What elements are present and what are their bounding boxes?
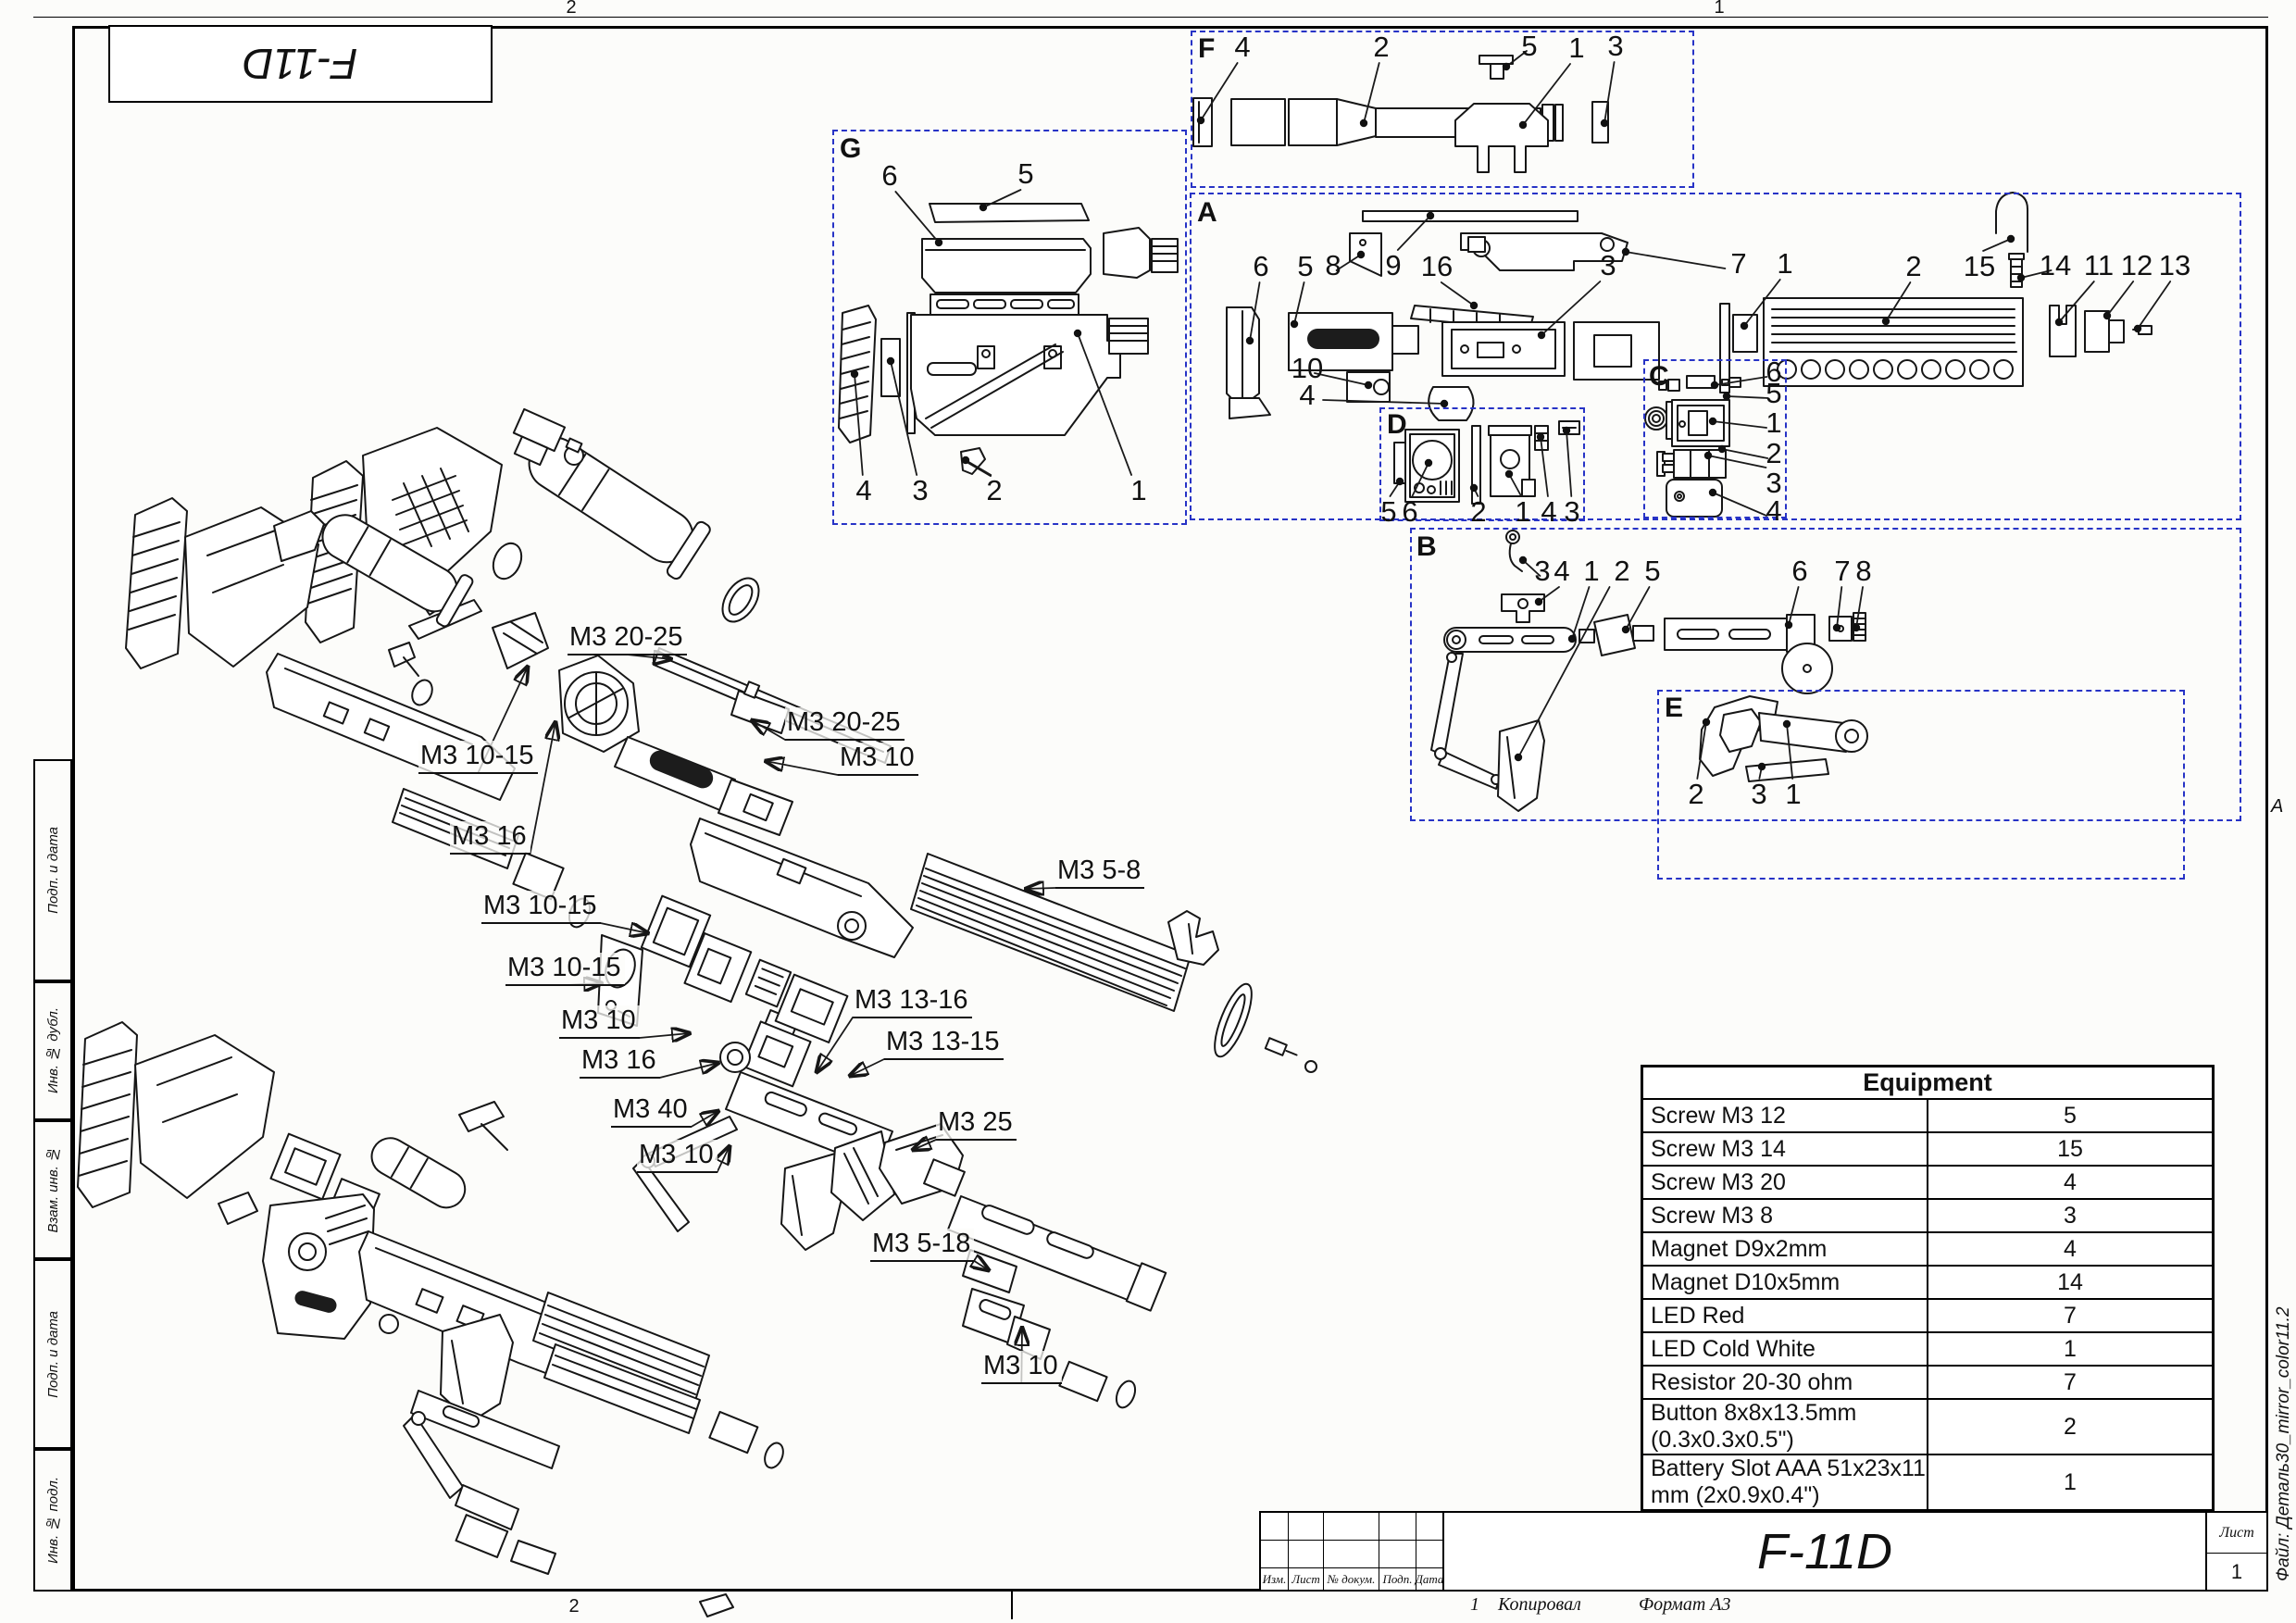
muzzle-parts-art	[879, 1123, 1167, 1312]
left-stamp-text: Инв. № подл.	[44, 1477, 61, 1564]
tb-header-docnum: № докум.	[1324, 1568, 1379, 1590]
tb-header-data: Дата	[1415, 1571, 1444, 1586]
footer-zone-number: 1	[1470, 1594, 1479, 1615]
equipment-qty: 7	[1927, 1298, 2215, 1333]
left-stamp-cell: Подп. и дата	[33, 1259, 72, 1449]
sight-bracket-art	[962, 1249, 1137, 1409]
left-stamp-cell: Инв. № подл.	[33, 1449, 72, 1592]
section-box-e	[1657, 690, 2185, 880]
equipment-qty: 2	[1927, 1398, 2215, 1455]
left-stamp-cell: Взам. инв. №	[33, 1120, 72, 1259]
left-stamp-text: Инв. № дубл.	[44, 1007, 61, 1094]
document-title: F-11D	[1444, 1513, 2207, 1590]
stray-part-glyph	[699, 1593, 734, 1617]
section-d-art	[1393, 420, 1580, 505]
sheet-label: Лист	[2207, 1513, 2266, 1554]
equipment-item: Magnet D10x5mm	[1641, 1265, 1928, 1300]
equipment-qty: 4	[1927, 1165, 2215, 1200]
equipment-item: LED Cold White	[1641, 1331, 1928, 1367]
rotated-designation-stamp: F-11D	[108, 25, 493, 103]
zone-number-top-2: 2	[566, 0, 577, 18]
file-name-label: Файл: Деталь30_mirror_color11.2	[2274, 1306, 2293, 1581]
footer-copied-label: Копировал	[1498, 1594, 1581, 1615]
stamp-title: F-11D	[243, 40, 358, 88]
section-letter-a: A	[1197, 197, 1217, 228]
equipment-item: Button 8x8x13.5mm (0.3x0.3x0.5")	[1641, 1398, 1928, 1455]
section-box-c	[1643, 359, 1787, 518]
equipment-qty: 15	[1927, 1131, 2215, 1167]
equipment-row: Battery Slot AAA 51x23x11 mm (2x0.9x0.4"…	[1641, 1454, 2215, 1511]
section-letter-d: D	[1387, 409, 1407, 440]
equipment-item: Magnet D9x2mm	[1641, 1231, 1928, 1267]
equipment-item: Screw M3 20	[1641, 1165, 1928, 1200]
section-g-art	[838, 203, 1179, 477]
sheet-number: 1	[2230, 1559, 2243, 1583]
equipment-qty: 14	[1927, 1265, 2215, 1300]
equipment-qty: 4	[1927, 1231, 2215, 1267]
tb-header-podp: Подп.	[1379, 1568, 1416, 1590]
equipment-item: LED Red	[1641, 1298, 1928, 1333]
equipment-item: Screw M3 14	[1641, 1131, 1928, 1167]
section-b-art	[1430, 530, 1866, 812]
zone-letter-a: А	[2271, 796, 2284, 817]
section-letter-b: B	[1416, 531, 1437, 562]
section-letter-c: C	[1649, 361, 1669, 392]
trim-line-top	[33, 17, 2268, 18]
section-box-a	[1190, 193, 2241, 520]
section-box-b	[1410, 528, 2241, 821]
footer-divider	[1011, 1592, 1013, 1619]
receiver-cluster-art	[558, 655, 914, 958]
leader-lines	[477, 50, 2172, 1384]
zone-number-bottom-2: 2	[568, 1596, 580, 1617]
equipment-item: Screw M3 8	[1641, 1198, 1928, 1233]
equipment-item: Screw M3 12	[1641, 1098, 1928, 1133]
equipment-qty: 5	[1927, 1098, 2215, 1133]
left-stamp-text: Взам. инв. №	[44, 1146, 61, 1233]
section-letter-g: G	[840, 133, 862, 164]
equipment-qty: 1	[1927, 1331, 2215, 1367]
section-letter-f: F	[1198, 33, 1216, 64]
section-f-art	[1192, 55, 1609, 173]
equipment-qty: 7	[1927, 1365, 2215, 1400]
section-c-art	[1644, 375, 1741, 518]
section-letter-e: E	[1665, 693, 1684, 723]
drawing-frame	[72, 26, 2268, 1592]
finned-barrel-art	[910, 853, 1317, 1073]
equipment-row: Button 8x8x13.5mm (0.3x0.3x0.5")2	[1641, 1398, 2215, 1455]
left-stamp-cell: Подп. и дата	[33, 759, 72, 981]
zone-number-top-1: 1	[1714, 0, 1725, 18]
revision-grid: Изм. Лист № докум. Подп. Дата	[1261, 1513, 1444, 1590]
left-stamp-text: Подп. и дата	[44, 1310, 61, 1398]
scope-cluster-art	[512, 407, 760, 623]
assembled-rifle-bottom-art	[262, 1101, 784, 1575]
equipment-qty: 3	[1927, 1198, 2215, 1233]
tb-header-izm: Изм.	[1261, 1568, 1289, 1590]
section-box-f	[1191, 31, 1694, 188]
title-block: Изм. Лист № докум. Подп. Дата F-11D Лист…	[1259, 1511, 2268, 1592]
equipment-item: Resistor 20-30 ohm	[1641, 1365, 1928, 1400]
equipment-title: Equipment	[1641, 1065, 2215, 1100]
equipment-item: Battery Slot AAA 51x23x11 mm (2x0.9x0.4"…	[1641, 1454, 1928, 1511]
section-a-art	[1226, 192, 2152, 421]
tb-header-list: Лист	[1289, 1568, 1324, 1590]
section-box-g	[832, 130, 1187, 525]
left-stamp-cell: Инв. № дубл.	[33, 981, 72, 1120]
equipment-qty: 1	[1927, 1454, 2215, 1511]
section-box-d	[1379, 407, 1585, 521]
left-stamp-text: Подп. и дата	[44, 827, 61, 914]
footer-format-label: Формат А3	[1639, 1594, 1731, 1615]
